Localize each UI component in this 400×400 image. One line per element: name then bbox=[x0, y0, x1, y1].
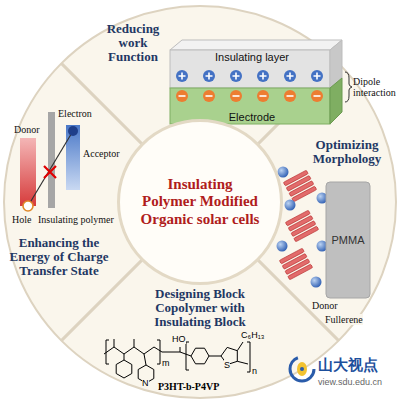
dipole-charges-part bbox=[311, 70, 323, 82]
dipole-charges-part bbox=[179, 95, 186, 97]
polymer-name: P3HT-b-P4VP bbox=[158, 381, 219, 392]
background-disc bbox=[4, 6, 396, 398]
dipole-charges-part bbox=[284, 70, 296, 82]
layer-stack-part bbox=[170, 40, 342, 50]
morphology bbox=[277, 167, 371, 299]
dipole-charges-part bbox=[311, 90, 323, 102]
donor-crystals bbox=[279, 170, 318, 280]
fullerene-balls-part bbox=[311, 277, 322, 288]
component-label: Insulating polymer bbox=[38, 214, 114, 225]
dipole-charges-part bbox=[260, 95, 267, 97]
dipole-charges-part bbox=[314, 73, 321, 80]
section-heading: Designing Block Copolymer with Insulatin… bbox=[140, 287, 260, 329]
watermark-logo-part bbox=[300, 367, 304, 371]
substituent-label: C₆H₁₃ bbox=[241, 330, 264, 340]
repeat-index: m bbox=[162, 358, 170, 368]
atom-label: S bbox=[224, 360, 230, 370]
donor-crystals-part-part bbox=[292, 186, 317, 202]
p3ht-b-p4vp-structure-part bbox=[162, 347, 191, 356]
donor-crystals-part-part bbox=[288, 264, 313, 280]
atom-label: HO bbox=[172, 334, 186, 344]
watermark-logo bbox=[290, 357, 314, 381]
pmma-domain: PMMA bbox=[326, 182, 370, 298]
node-text: Insulating Polymer Modified Organic sola… bbox=[140, 176, 260, 228]
p3ht-b-p4vp-structure-part bbox=[247, 342, 250, 372]
p3ht-b-p4vp-structure-part bbox=[124, 354, 125, 360]
atom-label: N bbox=[142, 378, 149, 388]
energy-levels-part bbox=[48, 112, 55, 208]
dipole-charges-part bbox=[176, 70, 188, 82]
background-disc-part bbox=[4, 6, 396, 398]
section-heading: Reducing work Function bbox=[98, 22, 168, 64]
donor-crystals-part bbox=[279, 248, 312, 280]
p3ht-b-p4vp-structure-part bbox=[144, 354, 146, 365]
dipole-charges-part bbox=[203, 70, 215, 82]
layer-stack bbox=[170, 40, 352, 124]
p3ht-b-p4vp-structure-part bbox=[106, 340, 109, 364]
component-label: Donor bbox=[312, 300, 338, 311]
fullerene-balls-part bbox=[278, 167, 289, 178]
insulating-layer: Insulating layer bbox=[170, 50, 334, 88]
dipole-charges bbox=[176, 70, 323, 102]
component-label: Hole bbox=[12, 214, 31, 225]
section-heading: Optimizing Morphology bbox=[298, 138, 396, 166]
dipole-charges-part bbox=[233, 73, 240, 80]
dipole-charges-part bbox=[206, 95, 213, 97]
repeat-index: n bbox=[252, 366, 257, 376]
donor-crystals-part bbox=[285, 210, 318, 242]
dipole-charges-part bbox=[284, 90, 296, 102]
energy-levels-part bbox=[66, 125, 80, 190]
p3ht-b-p4vp-structure-part bbox=[114, 339, 134, 347]
dipole-charges-part bbox=[230, 90, 242, 102]
p3ht-b-p4vp-structure-part bbox=[209, 356, 221, 357]
morphology-part bbox=[326, 182, 370, 298]
layer-stack-part bbox=[330, 78, 342, 124]
donor-crystals-part-part bbox=[294, 226, 319, 242]
component-label: Donor bbox=[14, 124, 40, 135]
layer-stack-part bbox=[345, 72, 352, 102]
p3ht-b-p4vp-structure bbox=[104, 339, 250, 383]
fullerene-balls bbox=[277, 167, 328, 288]
component-label: Fullerene bbox=[325, 314, 363, 325]
dipole-charges-part bbox=[203, 90, 215, 102]
p3ht-b-p4vp-structure-part bbox=[186, 342, 189, 370]
p3ht-b-p4vp-structure-part bbox=[116, 360, 132, 378]
dipole-charges-part bbox=[176, 90, 188, 102]
dipole-charges-part bbox=[257, 70, 269, 82]
dipole-charges-part bbox=[179, 73, 186, 80]
p3ht-b-p4vp-structure-part bbox=[191, 348, 209, 364]
p3ht-b-p4vp-structure-part bbox=[157, 340, 160, 364]
energy-levels-part bbox=[44, 166, 56, 178]
node-text: Insulating layer bbox=[170, 50, 334, 64]
watermark: view.sdu.edu.cn bbox=[318, 377, 382, 387]
background-disc-part bbox=[61, 63, 143, 145]
component-label: Electron bbox=[58, 108, 92, 119]
watermark-logo-part bbox=[290, 357, 314, 381]
dipole-charges-part bbox=[257, 90, 269, 102]
p3ht-b-p4vp-structure-part bbox=[237, 342, 248, 364]
donor-crystals-part bbox=[283, 170, 316, 202]
energy-levels-part bbox=[68, 126, 78, 136]
fullerene-balls-part bbox=[277, 241, 288, 252]
fullerene-balls-part bbox=[285, 200, 296, 211]
annotation: Dipole interaction bbox=[353, 76, 397, 98]
energy-levels-part bbox=[23, 201, 33, 211]
section-heading: Enhancing the Energy of Charge Transfer … bbox=[4, 236, 114, 278]
dipole-charges-part bbox=[260, 73, 267, 80]
center-circle: Insulating Polymer Modified Organic sola… bbox=[117, 119, 283, 285]
dipole-charges-part bbox=[206, 73, 213, 80]
watermark-logo-part bbox=[297, 362, 307, 376]
dipole-charges-part bbox=[287, 95, 294, 97]
energy-levels-part bbox=[28, 131, 73, 206]
component-label: Acceptor bbox=[83, 148, 120, 159]
dipole-charges-part bbox=[314, 95, 321, 97]
dipole-charges-part bbox=[233, 95, 240, 97]
p3ht-b-p4vp-structure-part bbox=[104, 347, 162, 354]
dipole-charges-part bbox=[230, 70, 242, 82]
node-text: PMMA bbox=[332, 234, 365, 246]
dipole-charges-part bbox=[287, 73, 294, 80]
watermark: 山大视点 bbox=[318, 356, 378, 375]
